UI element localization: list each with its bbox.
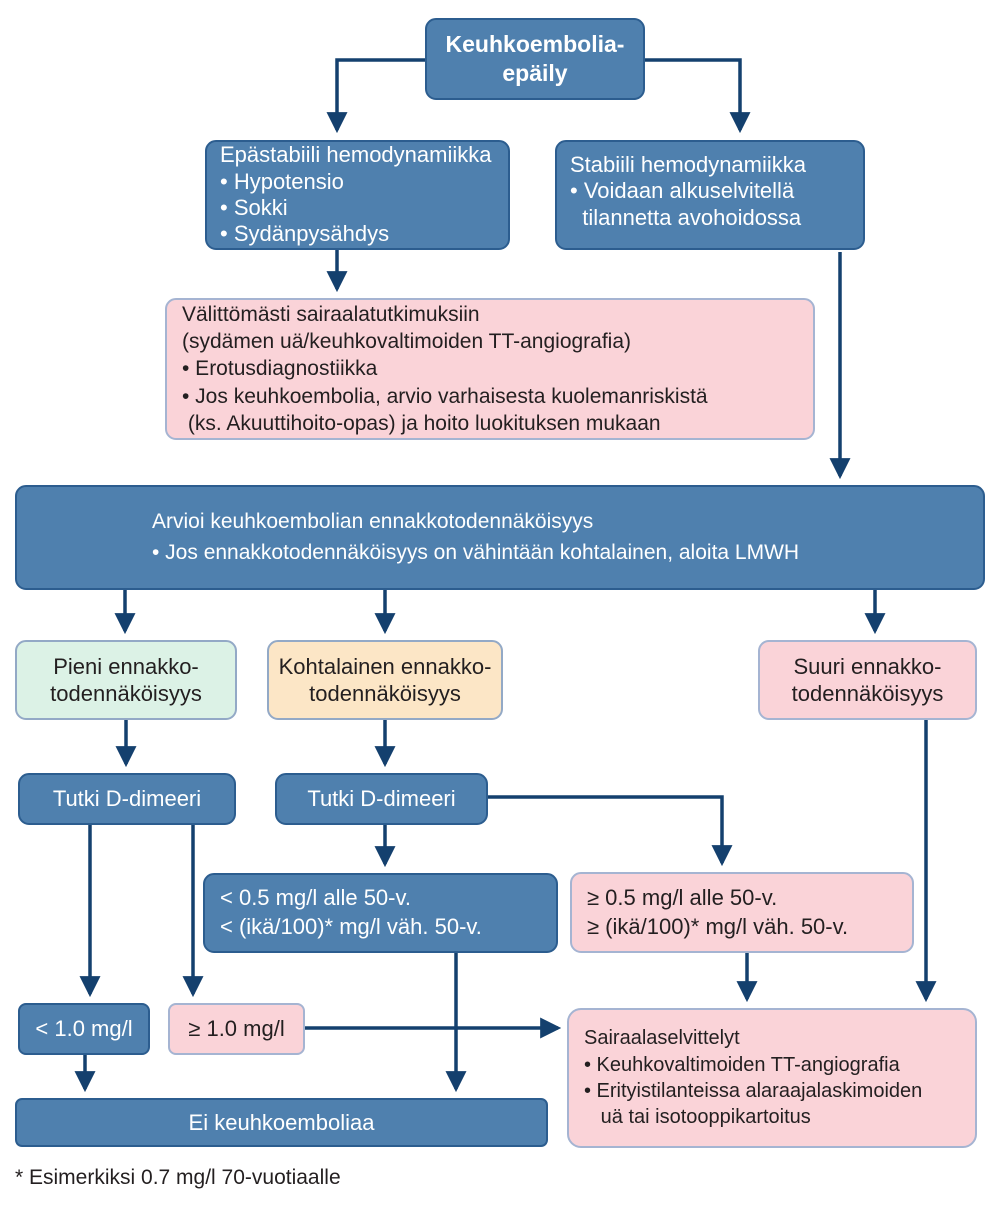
node-stable-line: Stabiili hemodynamiikka [570, 152, 806, 177]
node-no-pulmonary-embolism-label: Ei keuhkoemboliaa [188, 1109, 375, 1135]
node-unstable-line: • Sokki [220, 195, 288, 220]
node-stable-line: tilannetta avohoidossa [570, 204, 802, 230]
node-suspicion: Keuhkoembolia- epäily [425, 18, 645, 100]
node-unstable-hemodynamics: Epästabiili hemodynamiikka • Hypotensio … [205, 140, 510, 250]
node-unstable-line: • Hypotensio [220, 168, 344, 194]
connector-suspicion-to-unstable [326, 58, 425, 134]
node-immediate-line: (sydämen uä/keuhkovaltimoiden TT-angiogr… [182, 330, 632, 354]
node-test-ddimer-mid: Tutki D-dimeeri [275, 773, 488, 825]
node-unstable-line: Epästabiili hemodynamiikka [220, 142, 492, 168]
node-hospital-investigations: Sairaalaselvittelyt • Keuhkovaltimoiden … [567, 1008, 977, 1148]
node-below-one-mg-label: < 1.0 mg/l [35, 1016, 133, 1041]
node-high-probability: Suuri ennakko- todennäköisyys [758, 640, 977, 720]
node-high-probability-line: Suuri ennakko- [793, 653, 942, 679]
node-assess-line: Arvioi keuhkoembolian ennakkotodennäköis… [152, 510, 594, 534]
node-above-age-threshold-line: ≥ (ikä/100)* mg/l väh. 50-v. [587, 913, 849, 939]
node-hospital-line: • Erityistilanteissa alaraajalaskimoiden [584, 1080, 923, 1102]
node-below-age-threshold-line: < (ikä/100)* mg/l väh. 50-v. [220, 914, 482, 939]
node-immediate-line: (ks. Akuuttihoito-opas) ja hoito luokitu… [182, 411, 661, 435]
node-moderate-probability-line: todennäköisyys [309, 681, 461, 706]
node-above-age-threshold-line: ≥ 0.5 mg/l alle 50-v. [587, 884, 778, 910]
node-immediate-line: • Jos keuhkoembolia, arvio varhaisesta k… [182, 384, 708, 408]
node-test-ddimer-left: Tutki D-dimeeri [18, 773, 236, 825]
node-low-probability-line: todennäköisyys [50, 681, 202, 706]
node-assess-pretest-probability: Arvioi keuhkoembolian ennakkotodennäköis… [15, 485, 985, 590]
node-test-ddimer-label: Tutki D-dimeeri [52, 786, 202, 811]
node-no-pulmonary-embolism: Ei keuhkoemboliaa [15, 1098, 548, 1147]
node-moderate-probability-line: Kohtalainen ennakko- [278, 653, 492, 679]
node-immediate-line: • Erotusdiagnostiikka [182, 357, 378, 381]
node-hospital-line: uä tai isotooppikartoitus [584, 1106, 811, 1129]
connector-ddimer-mid-to-above-threshold [488, 795, 733, 867]
node-stable-hemodynamics: Stabiili hemodynamiikka • Voidaan alkuse… [555, 140, 865, 250]
node-test-ddimer-label: Tutki D-dimeeri [307, 786, 456, 811]
node-immediate-line: Välittömästi sairaalatutkimuksiin [182, 302, 480, 326]
node-assess-line: • Jos ennakkotodennäköisyys on vähintään… [152, 540, 800, 564]
connector-suspicion-to-stable [645, 58, 751, 134]
footnote: * Esimerkiksi 0.7 mg/l 70-vuotiaalle [15, 1166, 341, 1189]
node-unstable-line: • Sydänpysähdys [220, 221, 390, 247]
node-low-probability-line: Pieni ennakko- [53, 653, 199, 679]
node-suspicion-line: Keuhkoembolia- [445, 31, 625, 58]
node-below-age-threshold: < 0.5 mg/l alle 50-v. < (ikä/100)* mg/l … [203, 873, 558, 953]
node-below-one-mg: < 1.0 mg/l [18, 1003, 150, 1055]
node-above-age-threshold: ≥ 0.5 mg/l alle 50-v. ≥ (ikä/100)* mg/l … [570, 872, 914, 953]
node-hospital-line: • Keuhkovaltimoiden TT-angiografia [584, 1053, 900, 1076]
node-high-probability-line: todennäköisyys [791, 681, 944, 706]
node-suspicion-line: epäily [502, 60, 568, 86]
node-above-one-mg-label: ≥ 1.0 mg/l [188, 1016, 285, 1041]
node-above-one-mg: ≥ 1.0 mg/l [168, 1003, 305, 1055]
node-moderate-probability: Kohtalainen ennakko- todennäköisyys [267, 640, 503, 720]
node-low-probability: Pieni ennakko- todennäköisyys [15, 640, 237, 720]
node-below-age-threshold-line: < 0.5 mg/l alle 50-v. [220, 885, 411, 911]
node-hospital-line: Sairaalaselvittelyt [584, 1027, 740, 1050]
node-immediate-hospital-investigations: Välittömästi sairaalatutkimuksiin (sydäm… [165, 298, 815, 440]
node-stable-line: • Voidaan alkuselvitellä [570, 178, 795, 204]
